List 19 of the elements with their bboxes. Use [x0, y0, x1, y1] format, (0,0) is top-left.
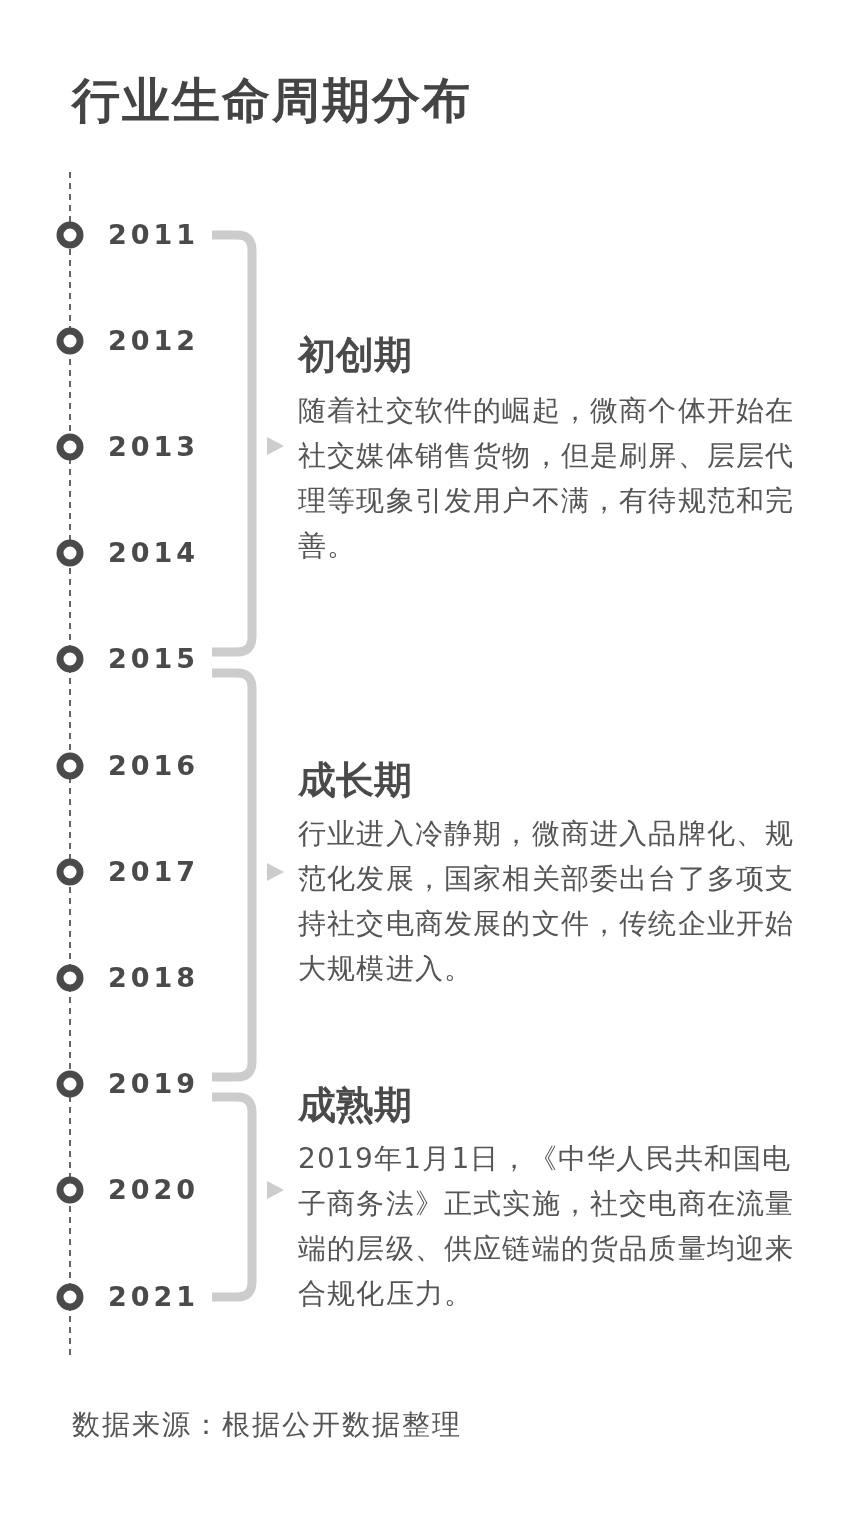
phase-heading: 成熟期 — [298, 1082, 412, 1128]
year-label: 2012 — [108, 324, 200, 358]
year-label: 2014 — [108, 536, 200, 570]
year-label: 2015 — [108, 642, 200, 676]
title: 行业生命周期分布 — [72, 72, 472, 128]
phase-description: 2019年1月1日，《中华人民共和国电子商务法》正式实施，社交电商在流量端的层级、供应链端的货品质量均迎来合规化压力。 — [298, 1141, 796, 1312]
phase-heading: 成长期 — [298, 757, 412, 803]
year-label: 2013 — [108, 430, 200, 464]
year-label: 2018 — [108, 961, 200, 995]
year-label: 2021 — [108, 1280, 200, 1314]
year-label: 2019 — [108, 1067, 200, 1101]
year-label: 2016 — [108, 749, 200, 783]
year-label: 2017 — [108, 855, 200, 889]
year-label: 2011 — [108, 218, 200, 252]
phase-description: 随着社交软件的崛起，微商个体开始在社交媒体销售货物，但是刷屏、层层代理等现象引发用户不满，有待规范和完善。 — [298, 393, 796, 564]
source-note: 数据来源：根据公开数据整理 — [72, 1407, 462, 1443]
year-label: 2020 — [108, 1173, 200, 1207]
phase-heading: 初创期 — [298, 332, 412, 378]
phase-description: 行业进入冷静期，微商进入品牌化、规范化发展，国家相关部委出台了多项支持社交电商发展的文件，传统企业开始大规模进入。 — [298, 816, 796, 987]
